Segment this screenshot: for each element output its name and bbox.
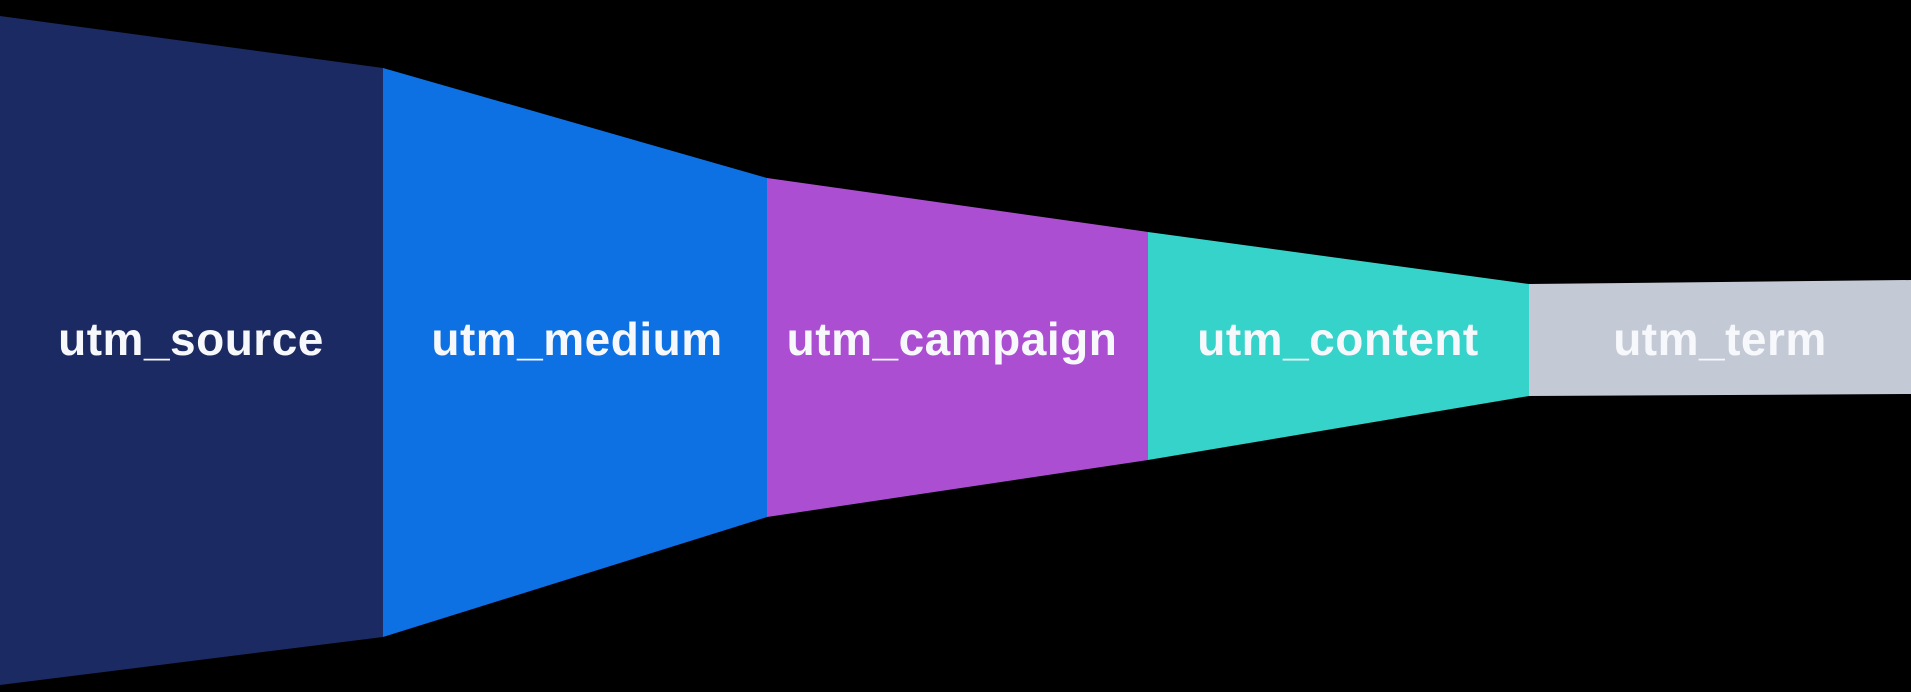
funnel-label-utm-source: utm_source [58,313,324,365]
funnel-segment-utm-content [1148,232,1529,460]
funnel-segment-utm-medium [383,68,767,637]
funnel-segment-utm-campaign [767,178,1148,517]
funnel-label-utm-medium: utm_medium [431,313,722,365]
funnel-label-utm-campaign: utm_campaign [787,313,1118,365]
funnel-segment-utm-term [1529,280,1911,396]
funnel-label-utm-content: utm_content [1197,313,1479,365]
funnel-segment-utm-source [0,16,383,685]
funnel-label-utm-term: utm_term [1613,313,1827,365]
